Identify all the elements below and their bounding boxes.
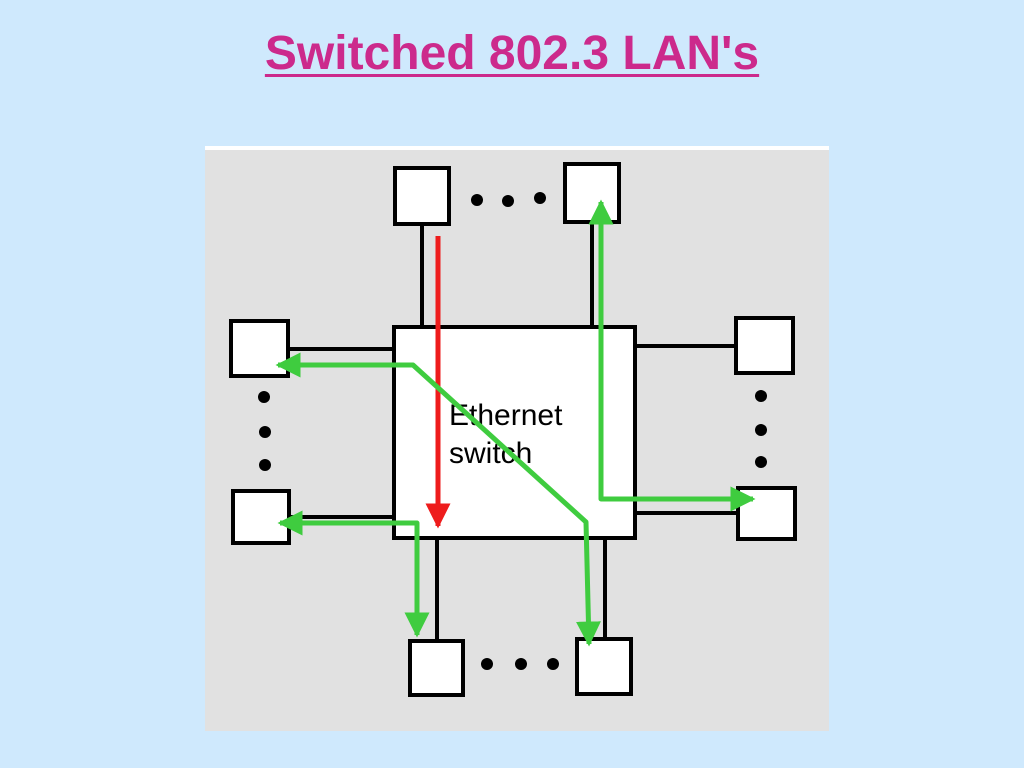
node-right-upper	[734, 316, 795, 375]
diagram-top-edge	[205, 146, 829, 150]
diagram-canvas: Ethernet switch	[205, 146, 829, 731]
node-left-upper	[229, 319, 290, 378]
ethernet-switch-diagram: Ethernet switch	[205, 146, 829, 731]
green-traffic-paths	[275, 199, 756, 647]
ellipsis-left	[258, 391, 271, 471]
slide-title: Switched 802.3 LAN's	[264, 27, 760, 80]
node-right-lower	[736, 486, 797, 541]
green-path-left-lower-to-bottom-left	[277, 510, 430, 638]
green-path-left-upper-to-bottom-right	[275, 352, 601, 647]
node-top-left	[393, 166, 451, 226]
node-bottom-left	[408, 639, 465, 697]
ellipsis-bottom	[481, 658, 559, 670]
ellipsis-top	[471, 192, 546, 207]
green-path-top-right-to-right-lower	[588, 199, 756, 512]
node-bottom-right	[575, 637, 633, 696]
ellipsis-right	[755, 390, 767, 468]
node-top-right	[563, 162, 621, 224]
node-left-lower	[231, 489, 291, 545]
ellipsis-dots	[258, 192, 767, 670]
